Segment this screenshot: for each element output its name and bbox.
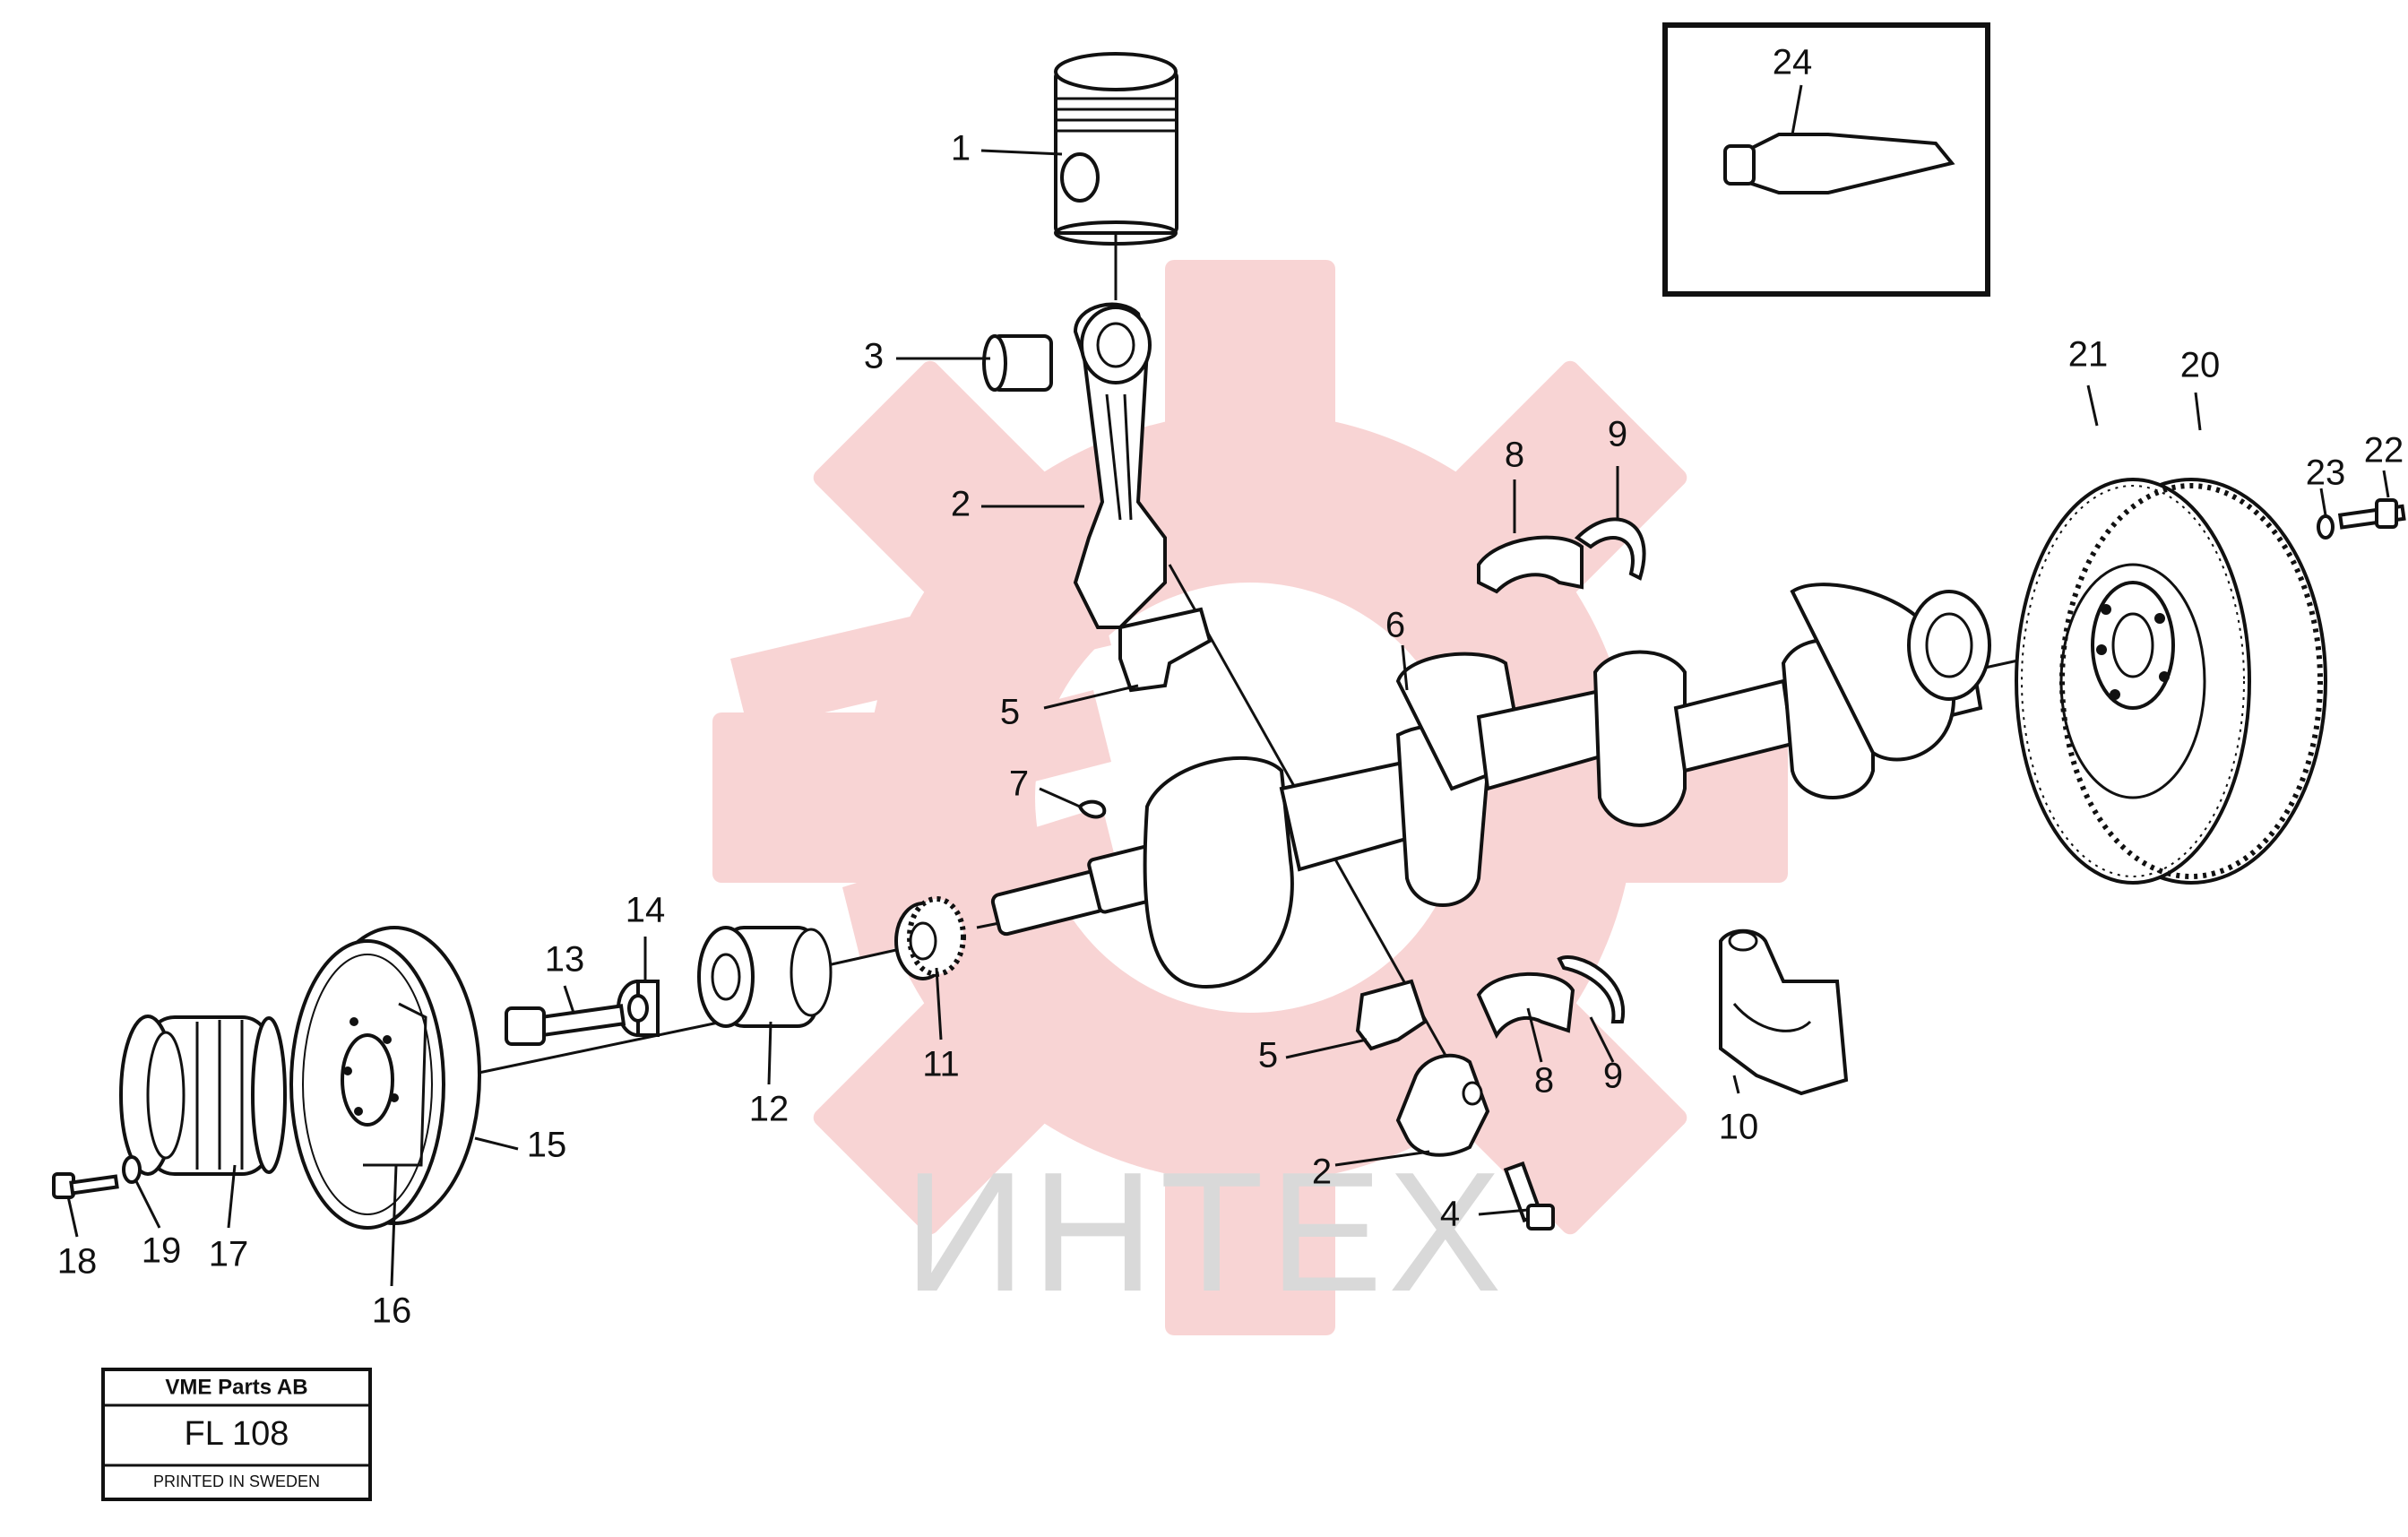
callout-16: 16: [372, 1291, 412, 1331]
callout-5-lower: 5: [1258, 1036, 1278, 1075]
main-bearing-cap: [1719, 928, 1849, 1096]
callout-14: 14: [626, 891, 666, 930]
callout-19: 19: [142, 1231, 182, 1271]
big-end-bearing-upper: [1118, 607, 1213, 693]
callout-4: 4: [1440, 1195, 1460, 1234]
callouts: 1 2 2 3 4 5 5 6 7 8 8 9 9 10 11 12 13 14…: [57, 129, 2404, 1331]
callout-2-upper: 2: [951, 485, 971, 524]
callout-12: 12: [749, 1090, 790, 1129]
callout-9-upper: 9: [1608, 415, 1627, 454]
pulley-bolt: [52, 1172, 119, 1199]
crankshaft: [990, 583, 1991, 989]
center-bolt: [505, 1004, 626, 1046]
flywheel-bolt-washer: [2317, 514, 2335, 540]
callout-20: 20: [2180, 346, 2221, 385]
callout-11: 11: [922, 1045, 960, 1084]
piston: [1054, 52, 1178, 246]
callout-18: 18: [57, 1242, 98, 1282]
callout-10: 10: [1719, 1108, 1759, 1147]
title-stamp: VME Parts AB FL 108 PRINTED IN SWEDEN: [101, 1368, 372, 1501]
belt-pulley: [119, 1015, 287, 1176]
crankshaft-hub: [697, 926, 833, 1028]
flywheel-bolt: [2337, 498, 2406, 530]
connecting-rod-bolt: [1503, 1161, 1555, 1230]
stamp-printed: PRINTED IN SWEDEN: [153, 1472, 320, 1490]
piston-pin-bush: [982, 334, 1053, 392]
callout-6: 6: [1385, 606, 1405, 645]
callout-7: 7: [1009, 764, 1029, 804]
callout-23: 23: [2306, 453, 2346, 493]
crankshaft-gear: [894, 896, 966, 980]
stamp-code: FL 108: [185, 1415, 289, 1453]
callout-24: 24: [1773, 43, 1813, 82]
main-bearing-upper: [1477, 535, 1584, 594]
callout-5-upper: 5: [1000, 693, 1020, 732]
callout-9-lower: 9: [1603, 1057, 1623, 1096]
thrust-washer-upper: [1574, 517, 1646, 581]
callout-2-lower: 2: [1312, 1153, 1332, 1192]
callout-8-upper: 8: [1505, 436, 1524, 475]
hub-washer: [617, 980, 660, 1037]
callout-21: 21: [2068, 335, 2109, 375]
callout-1: 1: [951, 129, 971, 168]
stamp-company: VME Parts AB: [165, 1375, 307, 1399]
pulley-bolt-washer: [122, 1155, 142, 1184]
leader-lines: [66, 149, 2390, 1287]
main-bearing-lower: [1476, 971, 1575, 1040]
callout-3: 3: [864, 337, 884, 376]
inset-box: 24: [1662, 22, 1990, 297]
callout-8-lower: 8: [1534, 1061, 1554, 1101]
thrust-washer-lower: [1557, 955, 1626, 1023]
callout-15: 15: [527, 1126, 567, 1165]
connecting-rod-cap: [1395, 1053, 1490, 1157]
watermark-text: ИНТЕХ: [903, 1137, 1506, 1327]
flywheel: [2015, 478, 2327, 885]
callout-22: 22: [2364, 431, 2404, 471]
vibration-damper: [289, 926, 481, 1230]
woodruff-key: [1077, 799, 1107, 819]
callout-13: 13: [545, 940, 585, 980]
callout-17: 17: [209, 1235, 249, 1274]
big-end-bearing-lower: [1355, 979, 1428, 1051]
connecting-rod-upper: [1073, 302, 1167, 629]
